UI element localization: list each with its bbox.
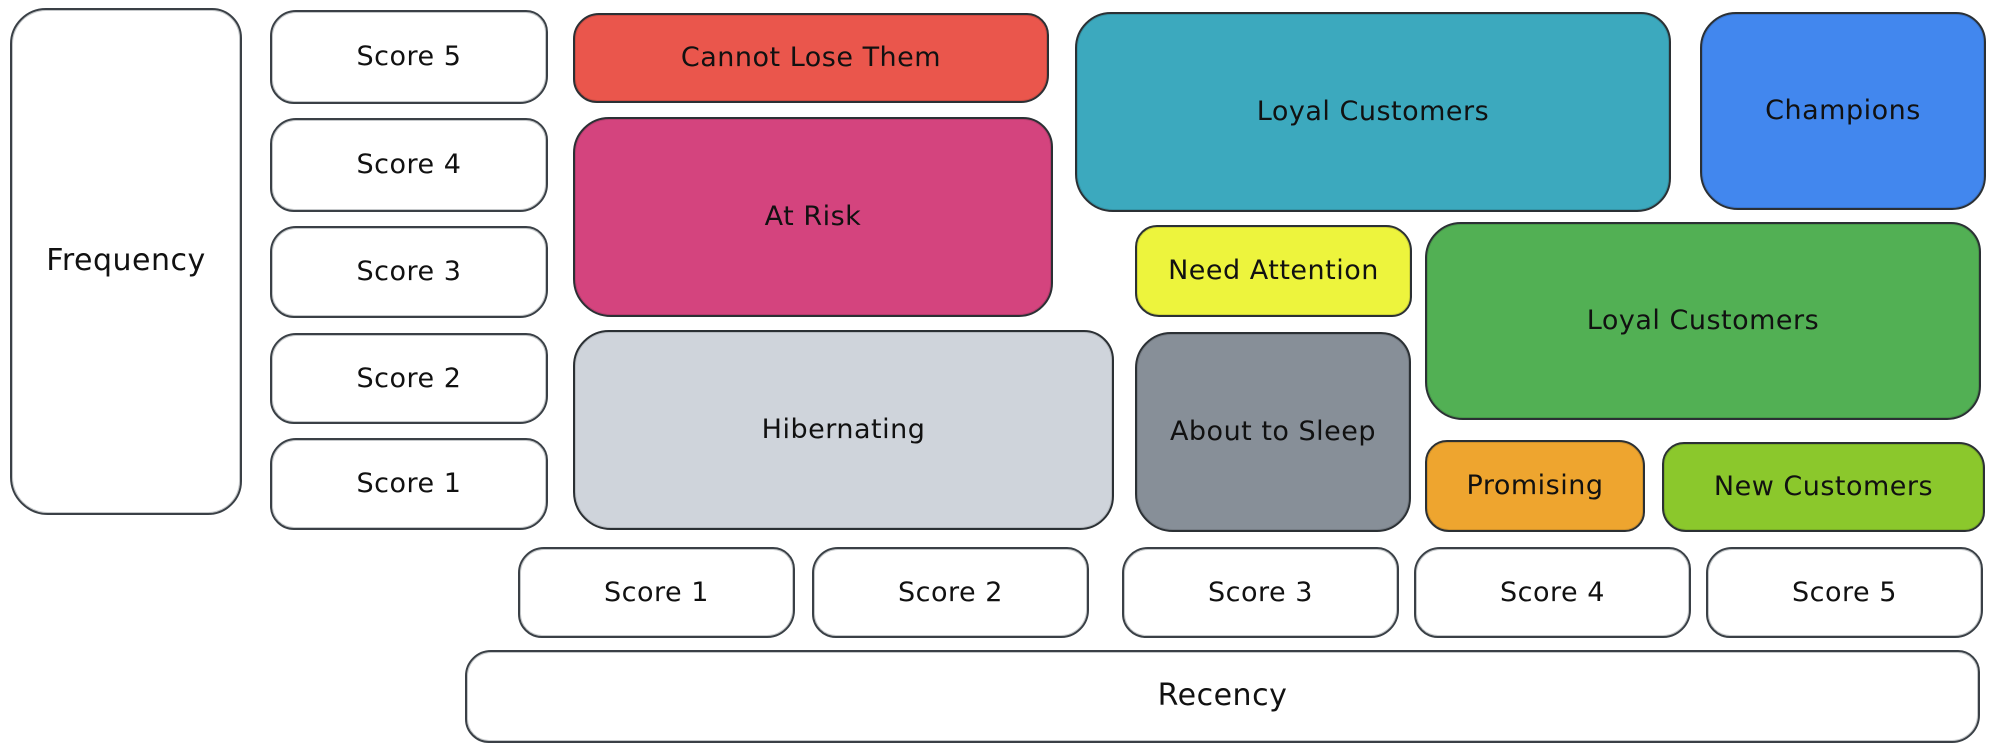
recency-score-5: Score 5 xyxy=(1706,547,1983,638)
frequency-score-3: Score 3 xyxy=(270,226,548,318)
recency-score-4: Score 4 xyxy=(1414,547,1691,638)
segment-need-attention: Need Attention xyxy=(1135,225,1412,317)
recency-score-3: Score 3 xyxy=(1122,547,1399,638)
frequency-score-2: Score 2 xyxy=(270,333,548,424)
recency-score-1: Score 1 xyxy=(518,547,795,638)
recency-axis-label: Recency xyxy=(465,650,1980,743)
frequency-score-4: Score 4 xyxy=(270,118,548,212)
recency-score-2: Score 2 xyxy=(812,547,1089,638)
segment-promising: Promising xyxy=(1425,440,1645,532)
segment-at-risk: At Risk xyxy=(573,117,1053,317)
segment-cannot-lose-them: Cannot Lose Them xyxy=(573,13,1049,103)
segment-loyal-customers-top: Loyal Customers xyxy=(1075,12,1671,212)
frequency-axis-label: Frequency xyxy=(10,8,242,515)
frequency-score-1: Score 1 xyxy=(270,438,548,530)
segment-hibernating: Hibernating xyxy=(573,330,1114,530)
segment-champions: Champions xyxy=(1700,12,1986,210)
segment-loyal-customers-mid: Loyal Customers xyxy=(1425,222,1981,420)
segment-new-customers: New Customers xyxy=(1662,442,1985,532)
segment-about-to-sleep: About to Sleep xyxy=(1135,332,1411,532)
frequency-score-5: Score 5 xyxy=(270,10,548,104)
